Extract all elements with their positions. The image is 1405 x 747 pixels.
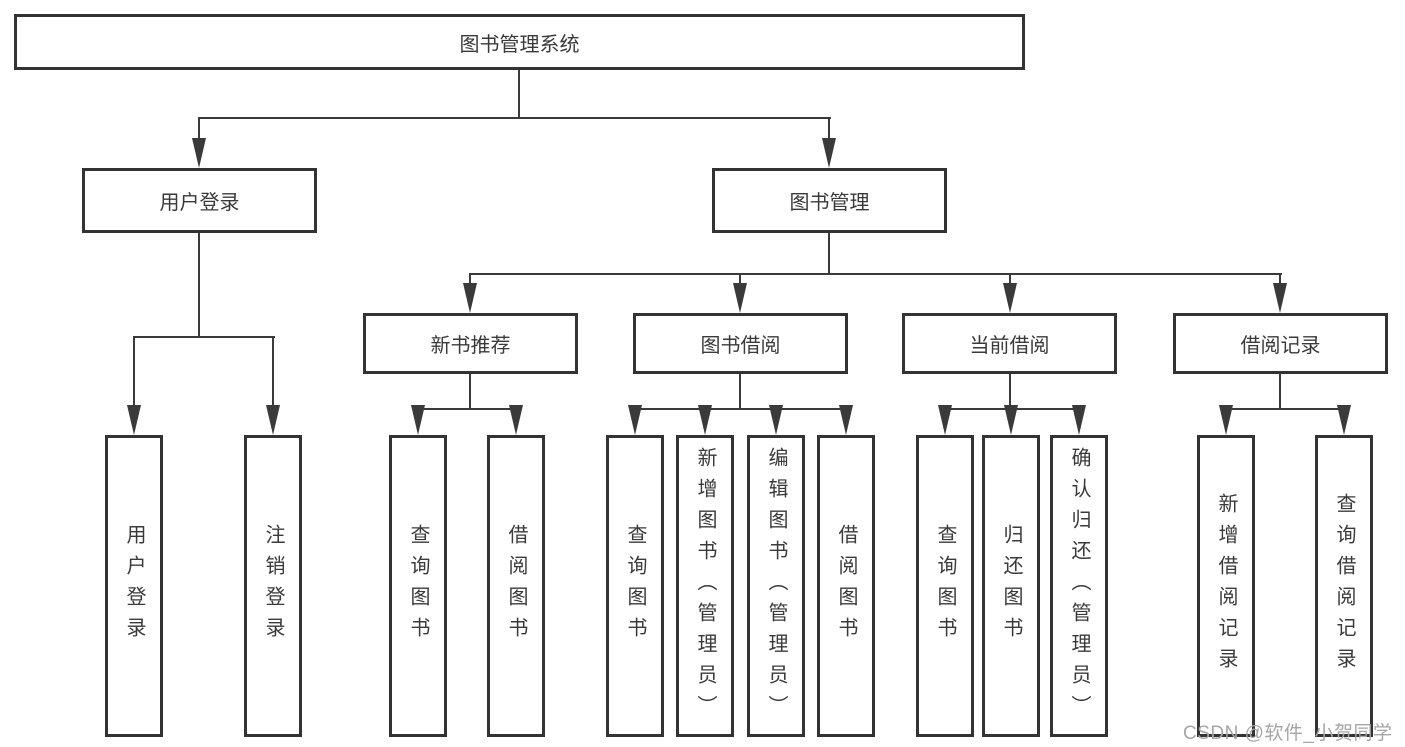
node-label: 归还图书	[1000, 524, 1022, 648]
connector-line	[828, 232, 830, 274]
node-label: 新增借阅记录	[1215, 493, 1237, 679]
arrowhead-down-icon	[698, 405, 712, 435]
node-label: 借阅图书	[505, 524, 527, 648]
connector-line	[739, 374, 741, 409]
leaf-user-login: 用户登录	[105, 435, 163, 737]
arrowhead-down-icon	[769, 405, 783, 435]
node-current-borrowing: 当前借阅	[902, 313, 1117, 374]
node-label: 当前借阅	[969, 335, 1050, 357]
arrowhead-down-icon	[1004, 405, 1018, 435]
connector-line	[469, 273, 471, 287]
node-label: 查询图书	[407, 524, 429, 648]
connector-line	[1225, 408, 1345, 410]
leaf-query-books-borrowing: 查询图书	[606, 435, 664, 737]
leaf-query-books-current: 查询图书	[916, 435, 974, 737]
node-label: 用户登录	[123, 524, 145, 648]
node-label: 查询图书	[934, 524, 956, 648]
connector-line	[518, 70, 520, 118]
node-book-borrowing: 图书借阅	[633, 313, 848, 374]
arrowhead-down-icon	[1072, 405, 1086, 435]
node-label: 图书管理	[789, 192, 870, 214]
leaf-add-borrow-record: 新增借阅记录	[1197, 435, 1255, 737]
connector-line	[417, 408, 518, 410]
node-user-login: 用户登录	[82, 168, 317, 233]
connector-line	[469, 374, 471, 409]
leaf-edit-books-admin: 编辑图书（管理员）	[747, 435, 805, 737]
connector-line	[1009, 374, 1011, 409]
node-label: 新增图书（管理员）	[694, 446, 716, 726]
node-label: 用户登录	[159, 192, 240, 214]
leaf-return-books: 归还图书	[982, 435, 1040, 737]
node-label: 新书推荐	[430, 335, 511, 357]
connector-line	[1279, 273, 1281, 287]
arrowhead-down-icon	[822, 138, 836, 168]
connector-line	[469, 273, 1282, 275]
leaf-confirm-return-admin: 确认归还（管理员）	[1050, 435, 1108, 737]
arrowhead-down-icon	[463, 283, 477, 313]
node-label: 注销登录	[262, 524, 284, 648]
connector-line	[739, 273, 741, 287]
arrowhead-down-icon	[1003, 283, 1017, 313]
leaf-add-books-admin: 新增图书（管理员）	[676, 435, 734, 737]
arrowhead-down-icon	[938, 405, 952, 435]
node-label: 借阅图书	[835, 524, 857, 648]
arrowhead-down-icon	[1219, 405, 1233, 435]
arrowhead-down-icon	[192, 138, 206, 168]
node-label: 图书借阅	[700, 335, 781, 357]
connector-line	[1009, 273, 1011, 287]
arrowhead-down-icon	[509, 405, 523, 435]
connector-line	[198, 117, 831, 119]
connector-line	[272, 336, 274, 408]
arrowhead-down-icon	[839, 405, 853, 435]
arrowhead-down-icon	[411, 405, 425, 435]
node-book-management: 图书管理	[712, 168, 947, 233]
leaf-logout: 注销登录	[244, 435, 302, 737]
node-label: 借阅记录	[1240, 335, 1321, 357]
leaf-borrow-books-recommend: 借阅图书	[487, 435, 545, 737]
arrowhead-down-icon	[127, 405, 141, 435]
node-label: 编辑图书（管理员）	[765, 446, 787, 726]
node-new-book-recommend: 新书推荐	[363, 313, 578, 374]
arrowhead-down-icon	[266, 405, 280, 435]
arrowhead-down-icon	[1337, 405, 1351, 435]
connector-line	[133, 336, 135, 408]
connector-line	[198, 233, 200, 337]
node-library-management-system: 图书管理系统	[14, 14, 1025, 70]
node-label: 图书管理系统	[459, 33, 580, 56]
leaf-borrow-books: 借阅图书	[817, 435, 875, 737]
node-label: 查询图书	[624, 524, 646, 648]
leaf-query-borrow-record: 查询借阅记录	[1315, 435, 1373, 737]
arrowhead-down-icon	[1273, 283, 1287, 313]
leaf-query-books-recommend: 查询图书	[389, 435, 447, 737]
node-borrowing-records: 借阅记录	[1173, 313, 1388, 374]
connector-line	[198, 117, 200, 142]
arrowhead-down-icon	[733, 283, 747, 313]
arrowhead-down-icon	[628, 405, 642, 435]
node-label: 确认归还（管理员）	[1068, 446, 1090, 726]
node-label: 查询借阅记录	[1333, 493, 1355, 679]
connector-line	[634, 408, 847, 410]
csdn-watermark: CSDN @软件_小贺同学	[1183, 723, 1393, 744]
connector-line	[133, 336, 275, 338]
connector-line	[1279, 374, 1281, 409]
connector-line	[828, 117, 830, 142]
